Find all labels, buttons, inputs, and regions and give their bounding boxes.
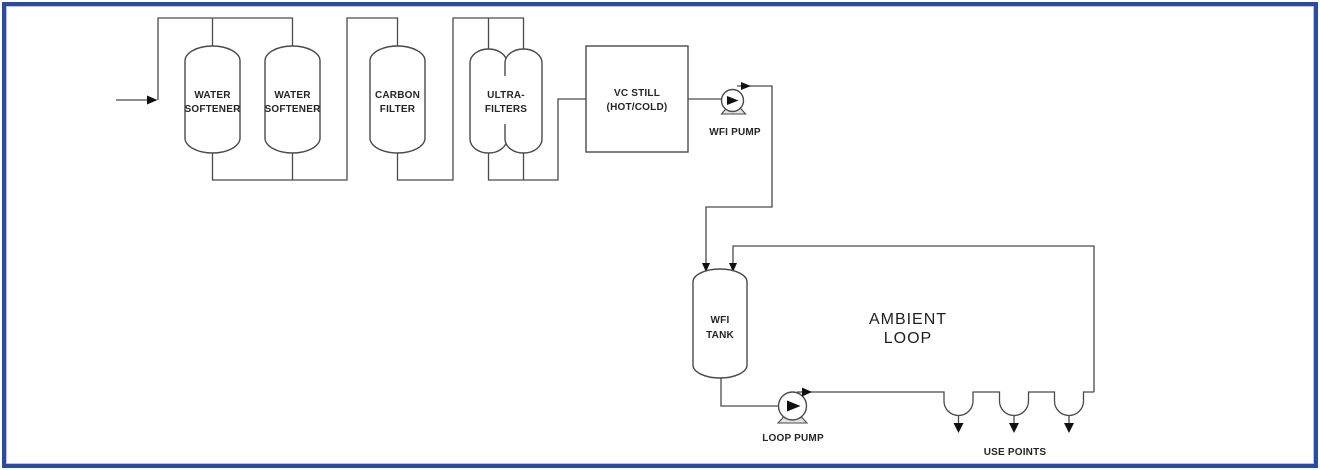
use-point-arrow-3-icon	[1064, 423, 1074, 433]
carbon-filter-label-line2: FILTER	[380, 104, 416, 115]
vc-still-box	[585, 45, 689, 153]
softener2-label-line2: SOFTENER	[264, 104, 321, 115]
use-point-arrow-1-icon	[953, 423, 964, 433]
loop-supply-arrow-icon	[802, 387, 812, 397]
wfi-discharge-arrow-icon	[741, 82, 751, 90]
use-points-label: USE POINTS	[984, 447, 1047, 458]
loop-supply-pipe	[797, 391, 1094, 417]
water-softener-2-vessel	[264, 45, 321, 154]
use-point-arrow-2-icon	[1009, 423, 1019, 433]
loop-pump-label: LOOP PUMP	[762, 433, 824, 444]
carbon-filter-label-line1: CARBON	[375, 90, 420, 101]
tank-inlet-arrow-right-icon	[729, 263, 737, 272]
ultra-filters-label-line1: ULTRA-	[487, 90, 525, 101]
wfi-pump-impeller-arrow-icon	[727, 96, 739, 105]
ultra-filter-label-backing	[493, 76, 519, 124]
water-softener-1-vessel	[184, 45, 241, 154]
pretreatment-piping	[157, 17, 586, 181]
softener1-label-line2: SOFTENER	[184, 104, 241, 115]
wfi-pump-label: WFI PUMP	[709, 127, 761, 138]
tank-outlet-pipe	[720, 378, 778, 407]
wfi-tank-label-line2: TANK	[706, 330, 734, 341]
vc-still-label-line2: (HOT/COLD)	[607, 102, 668, 113]
softener1-label-line1: WATER	[194, 90, 231, 101]
loop-return-pipe	[732, 245, 1095, 392]
wfi-pump-discharge-pipe	[705, 85, 773, 264]
ultra-filters-label-line2: FILTERS	[485, 104, 527, 115]
feed-inlet-arrow-icon	[147, 95, 158, 105]
carbon-filter-vessel	[369, 45, 426, 154]
loop-pump-impeller-arrow-icon	[787, 400, 801, 412]
vc-still-label-line1: VC STILL	[614, 88, 660, 99]
wfi-tank-vessel	[692, 268, 748, 379]
tank-inlet-arrow-left-icon	[702, 263, 710, 272]
ambient-loop-label-line2: LOOP	[884, 330, 932, 347]
softener2-label-line1: WATER	[274, 90, 311, 101]
ambient-loop-label-line1: AMBIENT	[869, 311, 947, 328]
wfi-tank-label-line1: WFI	[711, 315, 730, 326]
